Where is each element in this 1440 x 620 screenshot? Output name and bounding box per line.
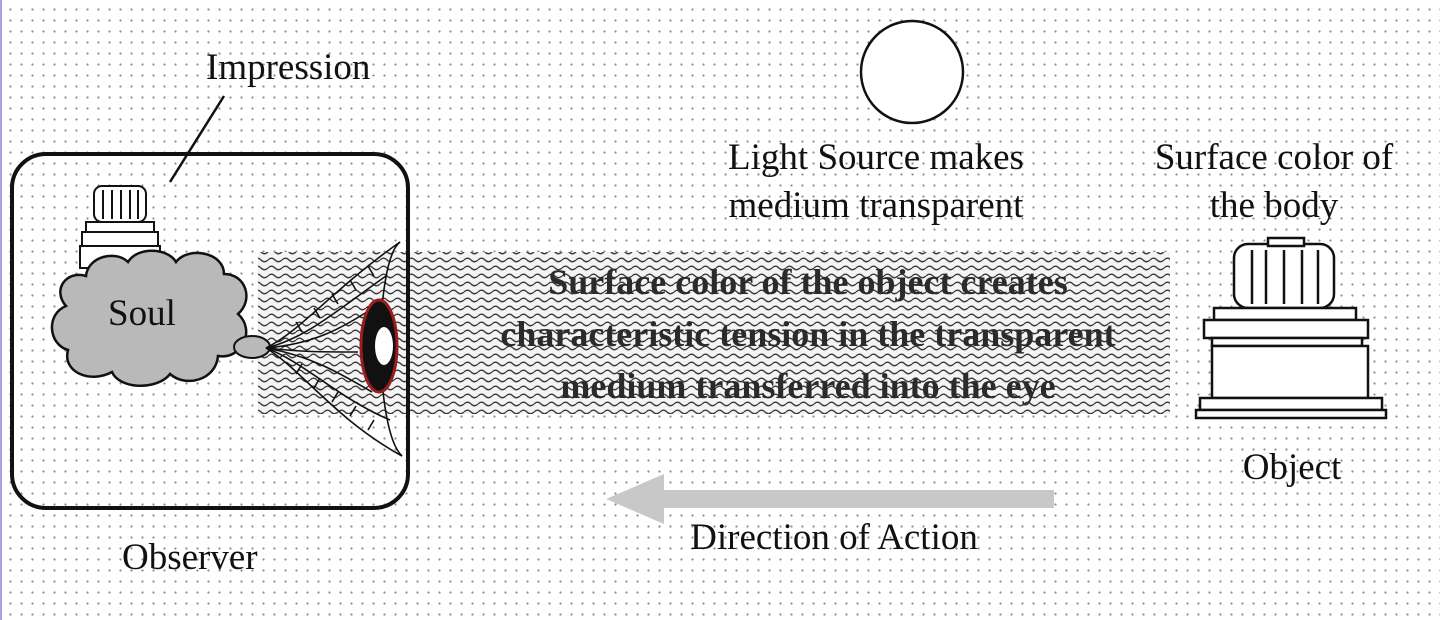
impression-leader (168, 95, 226, 183)
nerve-fibers (265, 241, 403, 457)
light-source-circle (859, 19, 965, 125)
medium-caption-line2: characteristic tension in the transparen… (500, 314, 1116, 354)
observer-frame (10, 152, 410, 510)
surface-color-body-line1: Surface color of (1154, 137, 1394, 178)
light-source-label-line2: medium transparent (728, 185, 1024, 226)
surface-color-body-line2: the body (1209, 185, 1339, 226)
soul-cloud-shape (50, 249, 248, 387)
medium-caption: Surface color of the object creates char… (428, 256, 1188, 412)
object-pedestal-icon (1194, 236, 1388, 420)
light-source-label-line1: Light Source makes (728, 137, 1024, 178)
medium-caption-line3: medium transferred into the eye (560, 366, 1056, 406)
observer-label: Observer (122, 537, 258, 578)
object-label: Object (1242, 447, 1342, 488)
impression-label: Impression (206, 47, 371, 88)
direction-arrow (606, 474, 1054, 524)
direction-label: Direction of Action (690, 517, 978, 558)
eye-icon (359, 298, 399, 394)
medium-caption-line1: Surface color of the object creates (548, 262, 1068, 302)
soul-label: Soul (108, 293, 176, 334)
optic-nerve-node (233, 335, 271, 359)
